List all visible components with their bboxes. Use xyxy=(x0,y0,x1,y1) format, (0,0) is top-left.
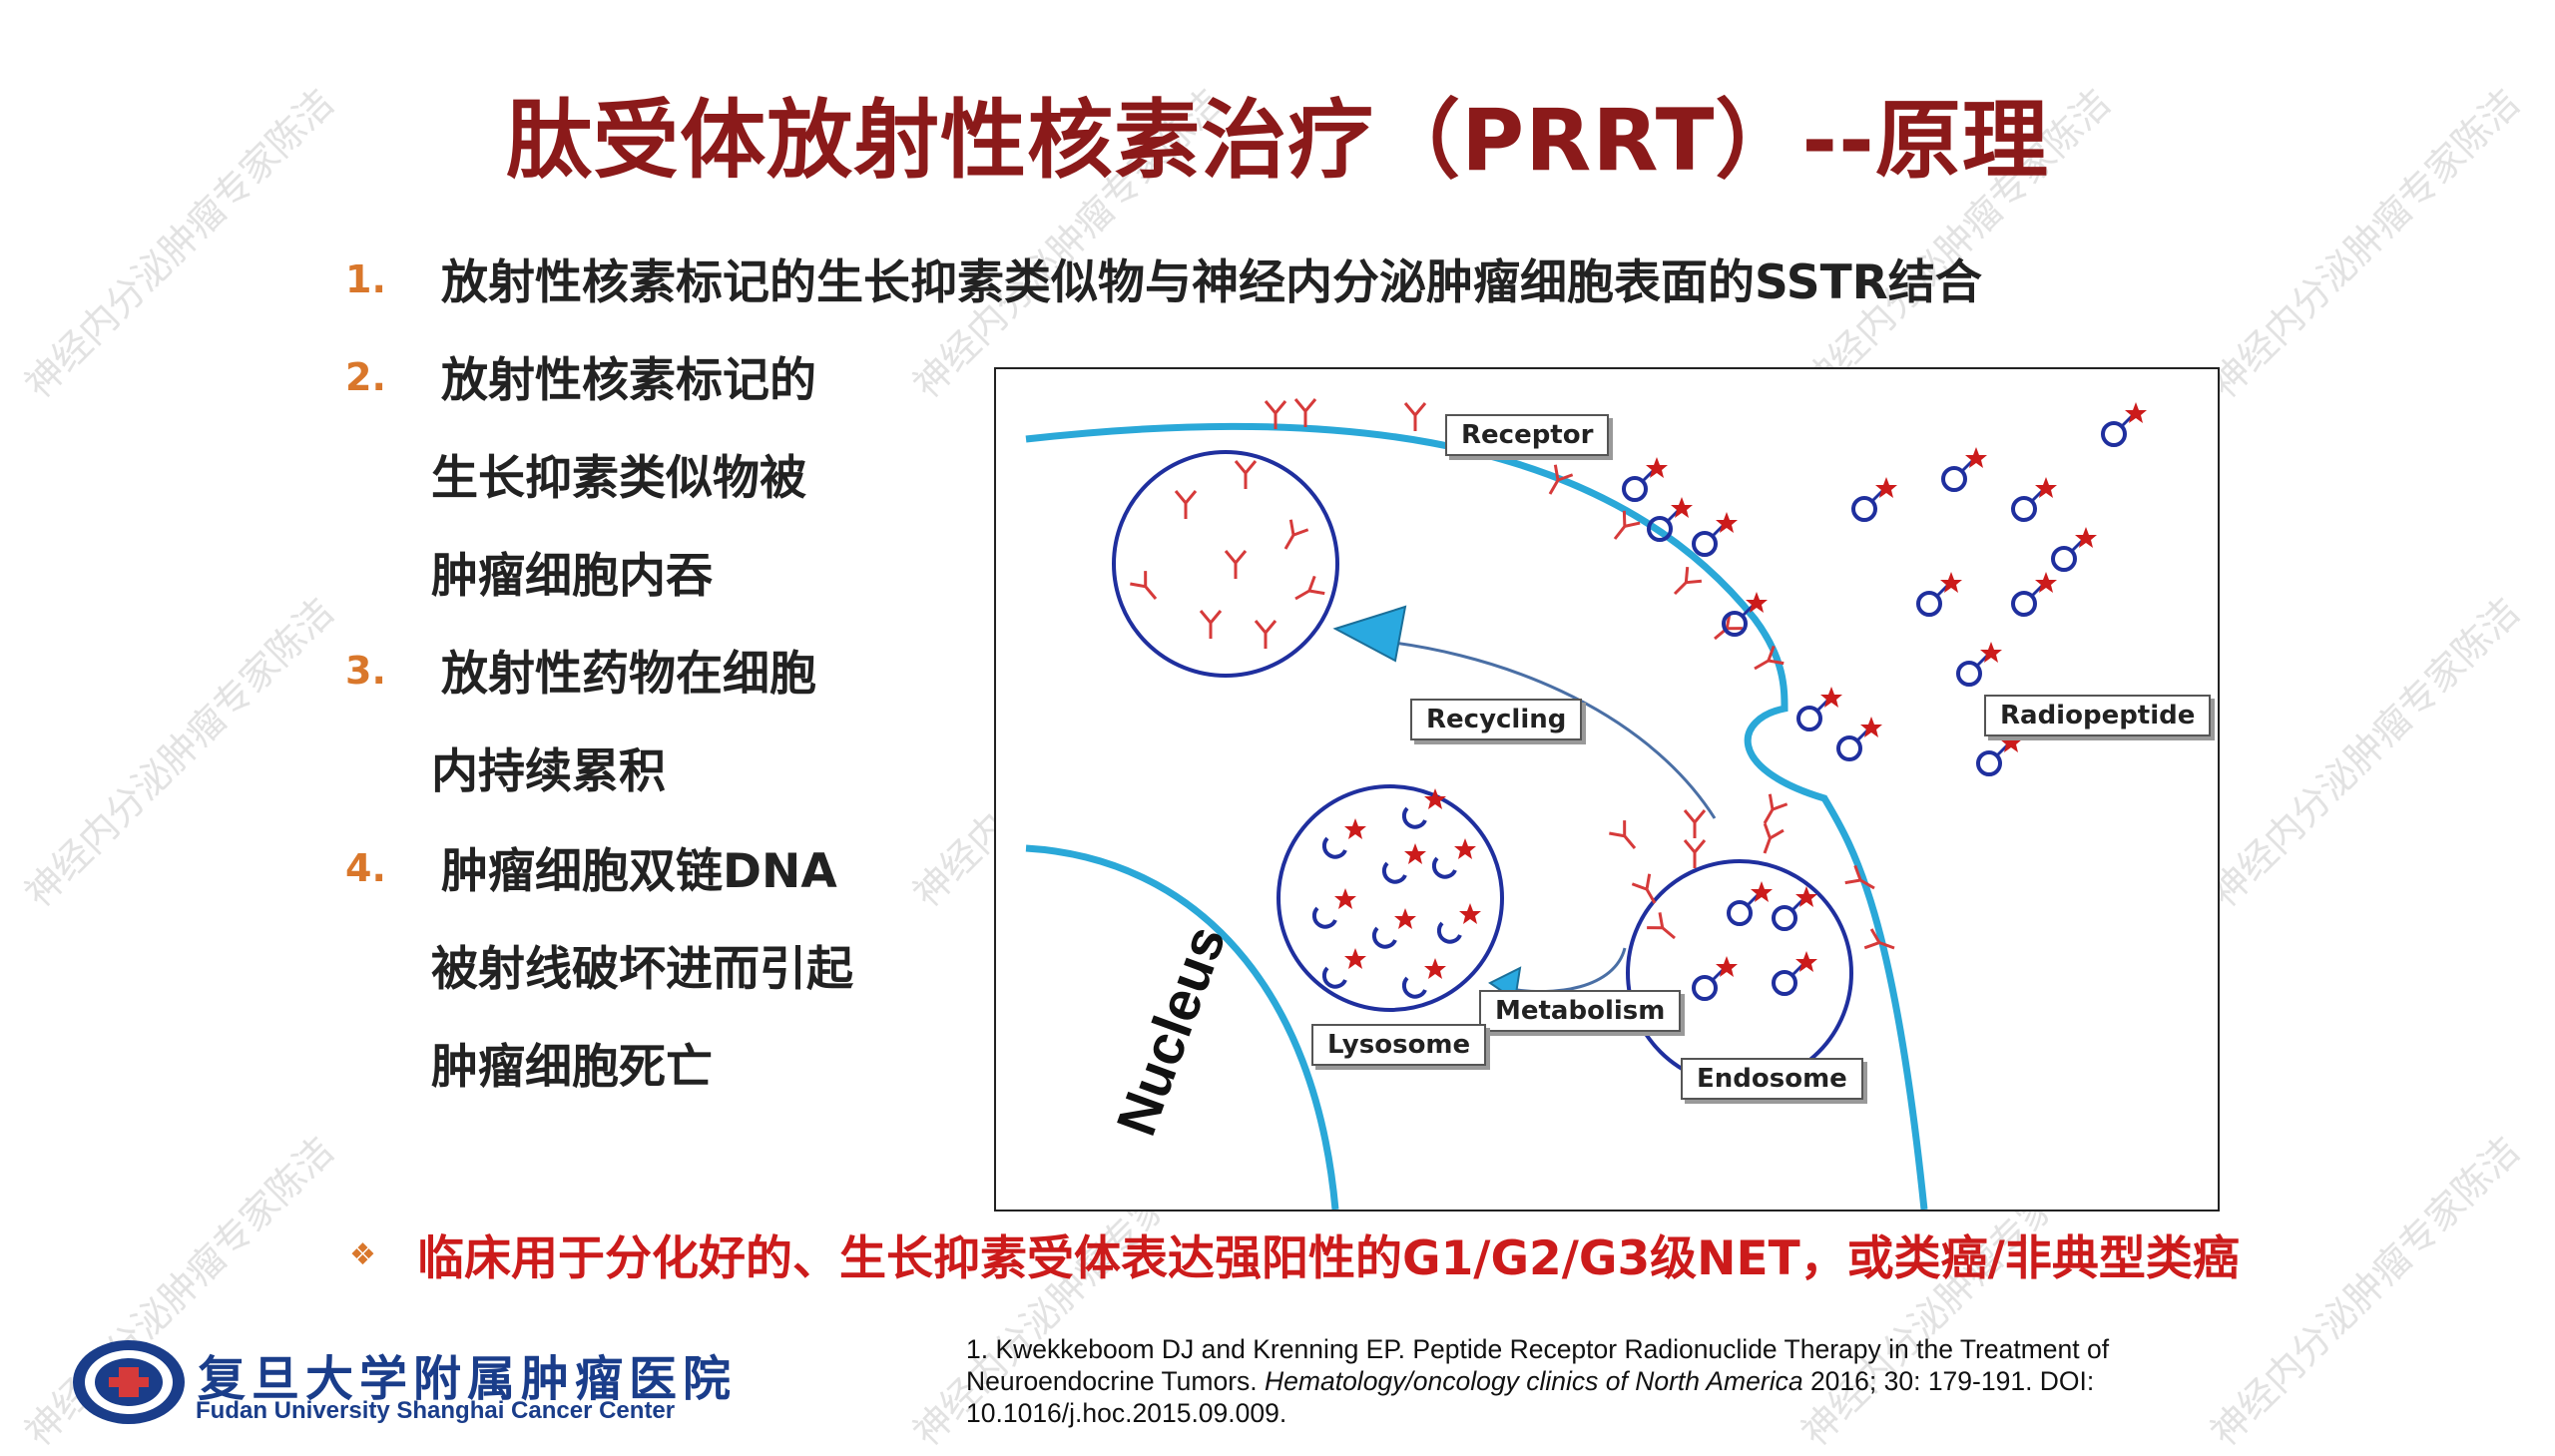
reference-citation: 1. Kwekkeboom DJ and Krenning EP. Peptid… xyxy=(966,1334,2110,1428)
recycling-arrow xyxy=(1332,605,1407,663)
point-text: 放射性核素标记的生长抑素类似物与神经内分泌肿瘤细胞表面的SSTR结合 xyxy=(441,255,1982,310)
recycling-vesicle xyxy=(1112,450,1339,678)
slide-title: 肽受体放射性核素治疗（PRRT）--原理 xyxy=(506,91,2049,191)
point-text: 放射性药物在细胞 xyxy=(441,647,816,702)
point-text: 放射性核素标记的 xyxy=(441,353,816,408)
watermark: 神经内分泌肿瘤专家陈洁 xyxy=(2202,589,2529,916)
point-number: 2. xyxy=(345,355,386,399)
point-number: 4. xyxy=(345,846,386,890)
hospital-name-cn: 复旦大学附属肿瘤医院 xyxy=(198,1351,738,1407)
lysosome-vesicle xyxy=(1277,784,1504,1012)
prrt-diagram-svg xyxy=(1025,397,2149,1211)
point-text: 肿瘤细胞双链DNA xyxy=(441,844,837,899)
cell-membrane xyxy=(1025,422,1928,1211)
watermark: 神经内分泌肿瘤专家陈洁 xyxy=(2202,1128,2529,1455)
clinical-indication: 临床用于分化好的、生长抑素受体表达强阳性的G1/G2/G3级NET，或类癌/非典… xyxy=(417,1231,2240,1286)
label-recycling: Recycling xyxy=(1410,699,1583,740)
label-lysosome: Lysosome xyxy=(1311,1024,1487,1066)
endosome-vesicle xyxy=(1626,821,1853,1087)
point-text: 内持续累积 xyxy=(431,744,666,799)
point-number: 3. xyxy=(345,649,386,693)
nucleus-membrane xyxy=(1025,844,1339,1211)
label-endosome: Endosome xyxy=(1681,1058,1863,1100)
hospital-emblem-icon xyxy=(73,1340,185,1424)
watermark: 神经内分泌肿瘤专家陈洁 xyxy=(16,589,343,916)
bullet-icon: ❖ xyxy=(349,1237,376,1272)
point-text: 生长抑素类似物被 xyxy=(431,451,806,506)
prrt-diagram: Nucleus Receptor Recycling Radiopeptide … xyxy=(994,367,2220,1212)
label-receptor: Receptor xyxy=(1445,414,1610,456)
hospital-name-en: Fudan University Shanghai Cancer Center xyxy=(196,1397,676,1424)
label-radiopeptide: Radiopeptide xyxy=(1984,695,2212,736)
point-text: 肿瘤细胞死亡 xyxy=(431,1040,713,1095)
label-metabolism: Metabolism xyxy=(1479,990,1682,1032)
point-text: 肿瘤细胞内吞 xyxy=(431,549,713,604)
point-text: 被射线破坏进而引起 xyxy=(431,942,853,997)
point-number: 1. xyxy=(345,257,386,301)
nucleus-label: Nucleus xyxy=(1104,917,1238,1144)
